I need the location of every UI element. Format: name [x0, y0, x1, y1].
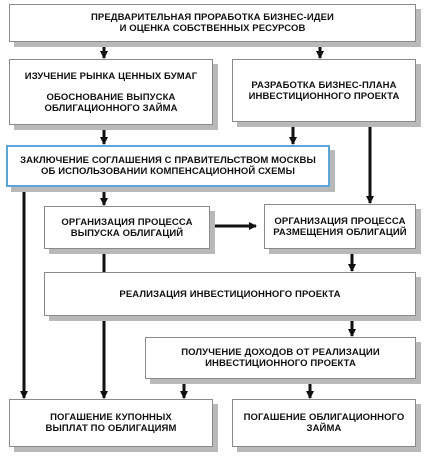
box-market-study: ИЗУЧЕНИЕ РЫНКА ЦЕННЫХ БУМАГ ОБОСНОВАНИЕ … [9, 59, 213, 125]
box-coupon-repayment: ПОГАШЕНИЕ КУПОННЫХ ВЫПЛАТ ПО ОБЛИГАЦИЯМ [9, 399, 213, 447]
box-business-plan-line-2: ИНВЕСТИЦИОННОГО ПРОЕКТА [248, 90, 400, 102]
box-project-income-line-1: ПОЛУЧЕНИЕ ДОХОДОВ ОТ РЕАЛИЗАЦИИ [181, 347, 380, 358]
box-project-implementation-label: РЕАЛИЗАЦИЯ ИНВЕСТИЦИОННОГО ПРОЕКТА [119, 288, 341, 300]
box-market-study-line-1: ИЗУЧЕНИЕ РЫНКА ЦЕННЫХ БУМАГ [24, 70, 198, 82]
box-project-income-line-2: ИНВЕСТИЦИОННОГО ПРОЕКТА [205, 358, 356, 369]
box-business-plan: РАЗРАБОТКА БИЗНЕС-ПЛАНА ИНВЕСТИЦИОННОГО … [232, 59, 416, 122]
box-loan-repayment-line-2: ЗАЙМА [306, 423, 342, 434]
box-business-idea-line-1: ПРЕДВАРИТЕЛЬНАЯ ПРОРАБОТКА БИЗНЕС-ИДЕИ [90, 12, 334, 23]
box-project-implementation: РЕАЛИЗАЦИЯ ИНВЕСТИЦИОННОГО ПРОЕКТА [44, 272, 416, 316]
box-business-idea: ПРЕДВАРИТЕЛЬНАЯ ПРОРАБОТКА БИЗНЕС-ИДЕИ И… [9, 4, 416, 42]
box-bond-issue-line-2: ВЫПУСКА ОБЛИГАЦИЙ [70, 227, 184, 239]
box-moscow-agreement: ЗАКЛЮЧЕНИЕ СОГЛАШЕНИЯ С ПРАВИТЕЛЬСТВОМ М… [6, 145, 330, 187]
box-bond-placement-line-1: ОРГАНИЗАЦИЯ ПРОЦЕССА [274, 215, 406, 227]
box-business-idea-line-2: И ОЦЕНКА СОБСТВЕННЫХ РЕСУРСОВ [119, 23, 306, 34]
box-moscow-agreement-line-1: ЗАКЛЮЧЕНИЕ СОГЛАШЕНИЯ С ПРАВИТЕЛЬСТВОМ М… [20, 155, 316, 166]
box-project-income: ПОЛУЧЕНИЕ ДОХОДОВ ОТ РЕАЛИЗАЦИИ ИНВЕСТИЦ… [145, 337, 416, 379]
box-bond-placement: ОРГАНИЗАЦИЯ ПРОЦЕССА РАЗМЕЩЕНИЯ ОБЛИГАЦИ… [264, 204, 416, 249]
box-bond-issue: ОРГАНИЗАЦИЯ ПРОЦЕССА ВЫПУСКА ОБЛИГАЦИЙ [44, 206, 210, 249]
box-coupon-repayment-line-1: ПОГАШЕНИЕ КУПОННЫХ [50, 412, 172, 423]
box-business-plan-line-1: РАЗРАБОТКА БИЗНЕС-ПЛАНА [251, 79, 397, 91]
box-moscow-agreement-line-2: ОБ ИСПОЛЬЗОВАНИИ КОМПЕНСАЦИОННОЙ СХЕМЫ [41, 166, 295, 177]
box-loan-repayment-line-1: ПОГАШЕНИЕ ОБЛИГАЦИОННОГО [243, 412, 405, 423]
box-coupon-repayment-line-2: ВЫПЛАТ ПО ОБЛИГАЦИЯМ [45, 423, 177, 434]
box-bond-rationale-line-1: ОБОСНОВАНИЕ ВЫПУСКА [46, 91, 176, 103]
box-bond-rationale-line-2: ОБЛИГАЦИОННОГО ЗАЙМА [44, 102, 178, 114]
box-bond-placement-line-2: РАЗМЕЩЕНИЯ ОБЛИГАЦИЙ [273, 226, 407, 238]
box-loan-repayment: ПОГАШЕНИЕ ОБЛИГАЦИОННОГО ЗАЙМА [232, 399, 416, 447]
box-bond-issue-line-1: ОРГАНИЗАЦИЯ ПРОЦЕССА [61, 216, 193, 228]
